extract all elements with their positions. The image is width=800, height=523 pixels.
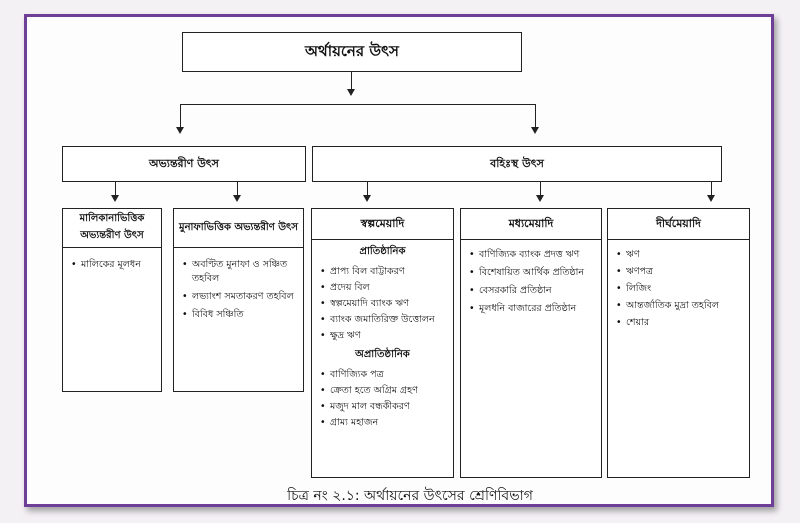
list-item: মালিকের মূলধন [71,258,155,272]
list-item: আন্তর্জাতিক মুদ্রা তহবিল [616,299,743,313]
short-term-box: স্বল্পমেয়াদি প্রাতিষ্ঠানিক প্রাপ্য বিল … [311,208,454,478]
profit-list: অবণ্টিত মুনাফা ও সঞ্চিত তহবিল লভ্যাংশ সম… [174,248,303,322]
list-item: ক্রেতা হতে অগ্রিম গ্রহণ [320,384,449,398]
connector [540,182,541,196]
list-item: বেসরকারি প্রতিষ্ঠান [469,284,595,298]
arrow [111,195,119,202]
list-item: মূলধনি বাজারের প্রতিষ্ঠান [469,302,595,316]
long-term-box: দীর্ঘমেয়াদি ঋণ ঋণপত্র লিজিং আন্তর্জাতিক… [607,208,750,478]
arrow [363,195,371,202]
connector [711,182,712,196]
connector [115,182,116,196]
figure-caption: চিত্র নং ২.১: অর্থায়নের উৎসের শ্রেণিবিভ… [287,488,533,504]
institutional-heading: প্রাতিষ্ঠানিক [359,246,406,257]
list-item: ব্যাংক জমাতিরিক্ত উত্তোলন [320,313,449,327]
list-item: ঋণ [616,248,743,262]
connector [180,104,536,105]
internal-source-label: অভ্যন্তরীণ উৎস [149,156,219,170]
profit-internal-box: মুনাফাভিত্তিক অভ্যন্তরীণ উৎস অবণ্টিত মুন… [173,208,304,392]
list-item: বিবিধ সঞ্চিতি [182,308,297,322]
arrow [707,195,715,202]
arrow [233,195,241,202]
connector [237,182,238,196]
arrow [176,127,184,134]
list-item: লভ্যাংশ সমতাকরণ তহবিল [182,290,297,304]
connector [535,104,536,128]
list-item: ক্ষুদ্র ঋণ [320,329,449,343]
long-term-title: দীর্ঘমেয়াদি [608,209,749,240]
ownership-list: মালিকের মূলধন [63,248,161,272]
list-item: শেয়ার [616,316,743,330]
connector [367,182,368,196]
ownership-internal-title: মালিকানাভিত্তিক অভ্যন্তরীণ উৎস [63,209,161,248]
list-item: গ্রাম্য মহাজন [320,416,449,430]
long-list: ঋণ ঋণপত্র লিজিং আন্তর্জাতিক মুদ্রা তহবিল… [608,240,749,330]
list-item: বিশেষায়িত আর্থিক প্রতিষ্ঠান [469,266,595,280]
list-item: লিজিং [616,282,743,296]
arrow [531,127,539,134]
arrow [536,195,544,202]
list-item: মজুদ মাল বন্ধকীকরণ [320,400,449,414]
arrow [347,89,355,96]
internal-source-box: অভ্যন্তরীণ উৎস [62,146,306,182]
connector [351,72,352,90]
medium-term-box: মধ্যমেয়াদি বাণিজ্যিক ব্যাংক প্রদত্ত ঋণ … [460,208,602,478]
list-item: প্রাপ্য বিল বাট্টাকরণ [320,265,449,279]
list-item: প্রদেয় বিল [320,281,449,295]
list-item: বাণিজ্যিক পত্র [320,368,449,382]
medium-term-title: মধ্যমেয়াদি [461,209,601,240]
root-title-box: অর্থায়নের উৎস [182,32,522,72]
list-item: বাণিজ্যিক ব্যাংক প্রদত্ত ঋণ [469,248,595,262]
list-item: স্বল্পমেয়াদি ব্যাংক ঋণ [320,297,449,311]
short-term-title: স্বল্পমেয়াদি [312,209,453,240]
list-item: অবণ্টিত মুনাফা ও সঞ্চিত তহবিল [182,258,297,286]
noninstitutional-list: বাণিজ্যিক পত্র ক্রেতা হতে অগ্রিম গ্রহণ ম… [312,368,453,430]
external-source-label: বহিঃস্থ উৎস [490,156,544,170]
external-source-box: বহিঃস্থ উৎস [312,146,722,182]
institutional-list: প্রাপ্য বিল বাট্টাকরণ প্রদেয় বিল স্বল্প… [312,265,453,343]
profit-internal-title: মুনাফাভিত্তিক অভ্যন্তরীণ উৎস [174,209,303,248]
ownership-internal-box: মালিকানাভিত্তিক অভ্যন্তরীণ উৎস মালিকের ম… [62,208,162,392]
medium-list: বাণিজ্যিক ব্যাংক প্রদত্ত ঋণ বিশেষায়িত আ… [461,240,601,316]
connector [180,104,181,128]
root-title: অর্থায়নের উৎস [305,41,399,60]
list-item: ঋণপত্র [616,265,743,279]
noninstitutional-heading: অপ্রাতিষ্ঠানিক [355,349,410,360]
